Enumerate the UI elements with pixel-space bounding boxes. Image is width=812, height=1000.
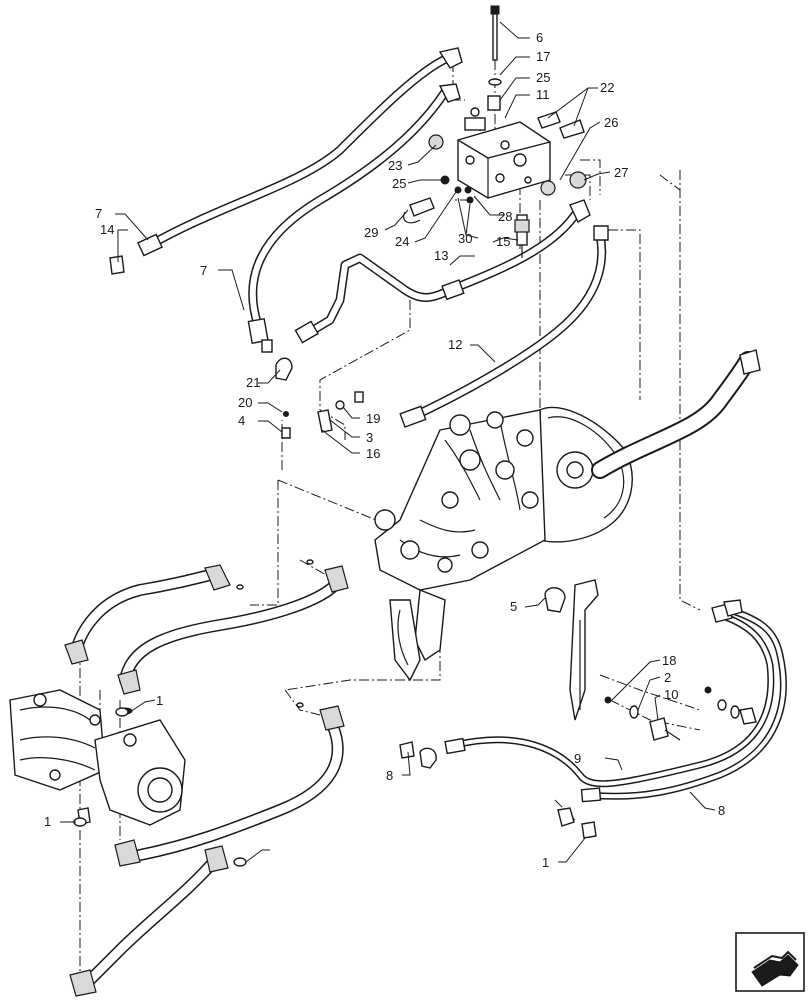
callout-number: 21 <box>246 375 260 390</box>
callout-number: 9 <box>574 751 581 766</box>
callout-number: 5 <box>510 599 517 614</box>
callout-number: 12 <box>448 337 462 352</box>
o-rings-1 <box>73 559 314 867</box>
callout-number: 10 <box>664 687 678 702</box>
small-fittings-left <box>109 255 364 439</box>
callout-number: 28 <box>498 209 512 224</box>
callout-number: 29 <box>364 225 378 240</box>
callout-number: 8 <box>386 768 393 783</box>
callout-number: 7 <box>200 263 207 278</box>
callout-number: 25 <box>392 176 406 191</box>
transmission-assembly <box>374 406 633 682</box>
callout-number: 2 <box>664 670 671 685</box>
hydraulic-motor <box>9 689 186 826</box>
callout-number: 1 <box>542 855 549 870</box>
fitting-12 <box>544 579 599 721</box>
small-parts-5-18-2 <box>604 686 757 741</box>
motor-hoses <box>64 564 349 997</box>
valve-fittings <box>403 5 587 258</box>
callout-number: 14 <box>100 222 114 237</box>
callout-number: 16 <box>366 446 380 461</box>
tube-15 <box>294 199 591 344</box>
callout-number: 22 <box>600 80 614 95</box>
leader-lines <box>60 21 716 863</box>
callout-number: 27 <box>614 165 628 180</box>
callout-number: 13 <box>434 248 448 263</box>
callout-number: 11 <box>536 87 550 102</box>
callout-number: 17 <box>536 49 550 64</box>
callout-number: 3 <box>366 430 373 445</box>
callout-number: 1 <box>44 814 51 829</box>
callout-number: 23 <box>388 158 402 173</box>
large-hose-right <box>591 349 761 479</box>
callout-number: 7 <box>95 206 102 221</box>
callout-number: 20 <box>238 395 252 410</box>
next-page-arrow-icon[interactable] <box>735 932 805 992</box>
callout-number: 25 <box>536 70 550 85</box>
callout-number: 8 <box>718 803 725 818</box>
callout-number: 30 <box>458 231 472 246</box>
hose-13 <box>137 47 463 257</box>
callout-number: 19 <box>366 411 380 426</box>
callout-number: 4 <box>238 413 245 428</box>
callout-number: 24 <box>395 234 409 249</box>
callout-number: 15 <box>496 234 510 249</box>
hoses-9-10 <box>399 599 787 839</box>
callout-number: 6 <box>536 30 543 45</box>
hose-16 <box>399 225 609 428</box>
control-valve-block <box>457 107 551 199</box>
callout-number: 18 <box>662 653 676 668</box>
callout-number: 1 <box>156 693 163 708</box>
callout-number: 26 <box>604 115 618 130</box>
hose-14 <box>247 83 461 345</box>
